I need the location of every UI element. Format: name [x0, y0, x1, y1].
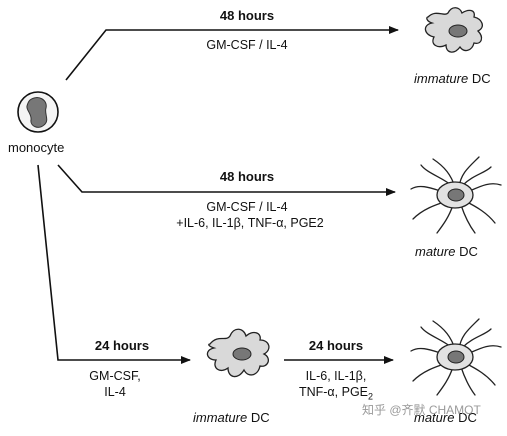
pge-subscript: 2: [368, 391, 374, 402]
mature-dc-cell-middle: [410, 156, 502, 234]
path2-result-label: mature DC: [415, 244, 478, 259]
path3-step2-result-label: mature DC: [414, 410, 477, 425]
arrow-path-2: [57, 164, 396, 196]
path3-step2-duration: 24 hours: [308, 338, 364, 353]
path1-result-label: immature DC: [414, 71, 491, 86]
path3-step1-duration: 24 hours: [94, 338, 150, 353]
monocyte-cell: [17, 91, 59, 133]
path3-step1-factor-1: GM-CSF,: [89, 369, 141, 383]
arrow-path-1: [65, 26, 399, 81]
path3-step1-factor-2: IL-4: [104, 385, 126, 399]
path3-step2-factor-2: TNF-α, PGE2: [298, 385, 374, 402]
monocyte-label: monocyte: [8, 140, 65, 155]
path3-step2-factor-1: IL-6, IL-1β,: [305, 369, 367, 383]
path3-step1-result-label: immature DC: [193, 410, 270, 425]
arrow-path-3a: [37, 164, 191, 364]
path2-factor-1: GM-CSF / IL-4: [206, 200, 288, 214]
path1-duration: 48 hours: [219, 8, 275, 23]
path2-duration: 48 hours: [219, 169, 275, 184]
path2-factor-2: +IL-6, IL-1β, TNF-α, PGE2: [176, 216, 324, 230]
path1-factor: GM-CSF / IL-4: [206, 38, 288, 52]
mature-dc-cell-bottom: [410, 318, 502, 396]
immature-dc-cell-bottom: [206, 328, 270, 378]
immature-dc-cell-top: [424, 7, 483, 53]
watermark-text: 知乎 @齐默 CHAMOT: [362, 403, 481, 417]
